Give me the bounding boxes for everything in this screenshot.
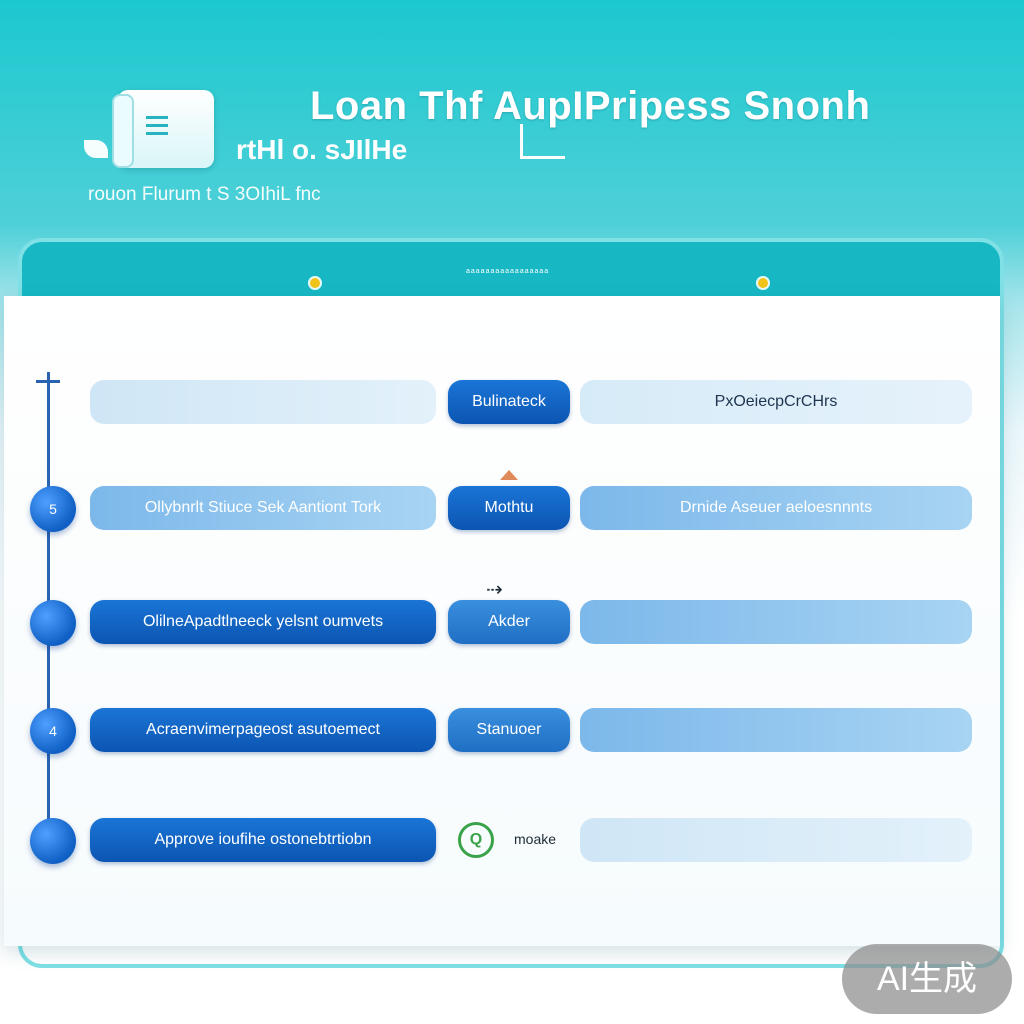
detail-pill-4[interactable] [580, 708, 972, 752]
timeline-node-2[interactable]: 5 [30, 486, 76, 532]
step-pill-2[interactable]: Ollybnrlt Stiuce Sek Aantiont Tork [90, 486, 436, 530]
document-icon [112, 90, 214, 168]
process-row-5: Approve ioufihe ostonebtrtiobn [0, 818, 1024, 864]
ai-generated-badge: AI生成 [842, 944, 1012, 1014]
document-lines [146, 116, 168, 140]
step-pill-5[interactable]: Approve ioufihe ostonebtrtiobn [90, 818, 436, 862]
status-pill-4[interactable]: Stanuoer [448, 708, 570, 752]
page-subtitle: rtHl o. sJIlHe [236, 134, 408, 165]
arrow-right-icon: ⇢ [486, 579, 503, 601]
detail-pill-1[interactable]: PxOeiecpCrCHrs [580, 380, 972, 424]
timeline-node-5[interactable] [30, 818, 76, 864]
timeline-line [47, 372, 50, 824]
detail-pill-5[interactable] [580, 818, 972, 862]
title-rule [520, 124, 565, 159]
window-title: aaaaaaaaaaaaaaaaa [466, 268, 550, 275]
step-pill-1[interactable] [90, 380, 436, 424]
status-pill-2[interactable]: Mothtu [448, 486, 570, 530]
detail-pill-2[interactable]: Drnide Aseuer aeloesnnnts [580, 486, 972, 530]
timeline-node-3[interactable] [30, 600, 76, 646]
document-spine [112, 94, 134, 168]
page-title: Loan Thf AupIPripess Snonh [310, 84, 871, 128]
step-pill-4[interactable]: Acraenvimerpageost asutoemect [90, 708, 436, 752]
process-row-3: OlilneApadtlneeck yelsnt oumvets Akder [0, 600, 1024, 646]
check-circle-icon: Q [458, 822, 494, 858]
step-pill-3[interactable]: OlilneApadtlneeck yelsnt oumvets [90, 600, 436, 644]
page-tagline: rouon Flurum t S 3OIhiL fnc [88, 184, 321, 205]
process-row-2: 5 Ollybnrlt Stiuce Sek Aantiont Tork Mot… [0, 486, 1024, 532]
timeline-cap [36, 380, 60, 383]
window-dot-right[interactable] [756, 276, 770, 290]
status-pill-1[interactable]: Bulinateck [448, 380, 570, 424]
status-pill-3[interactable]: Akder [448, 600, 570, 644]
leaf-icon [84, 140, 108, 158]
timeline-node-4[interactable]: 4 [30, 708, 76, 754]
status-text-5: moake [514, 831, 557, 847]
detail-pill-3[interactable] [580, 600, 972, 644]
process-row-4: 4 Acraenvimerpageost asutoemect Stanuoer [0, 708, 1024, 754]
arrow-up-icon [500, 470, 518, 480]
process-row-1: Bulinateck PxOeiecpCrCHrs [0, 380, 1024, 426]
window-dot-left[interactable] [308, 276, 322, 290]
